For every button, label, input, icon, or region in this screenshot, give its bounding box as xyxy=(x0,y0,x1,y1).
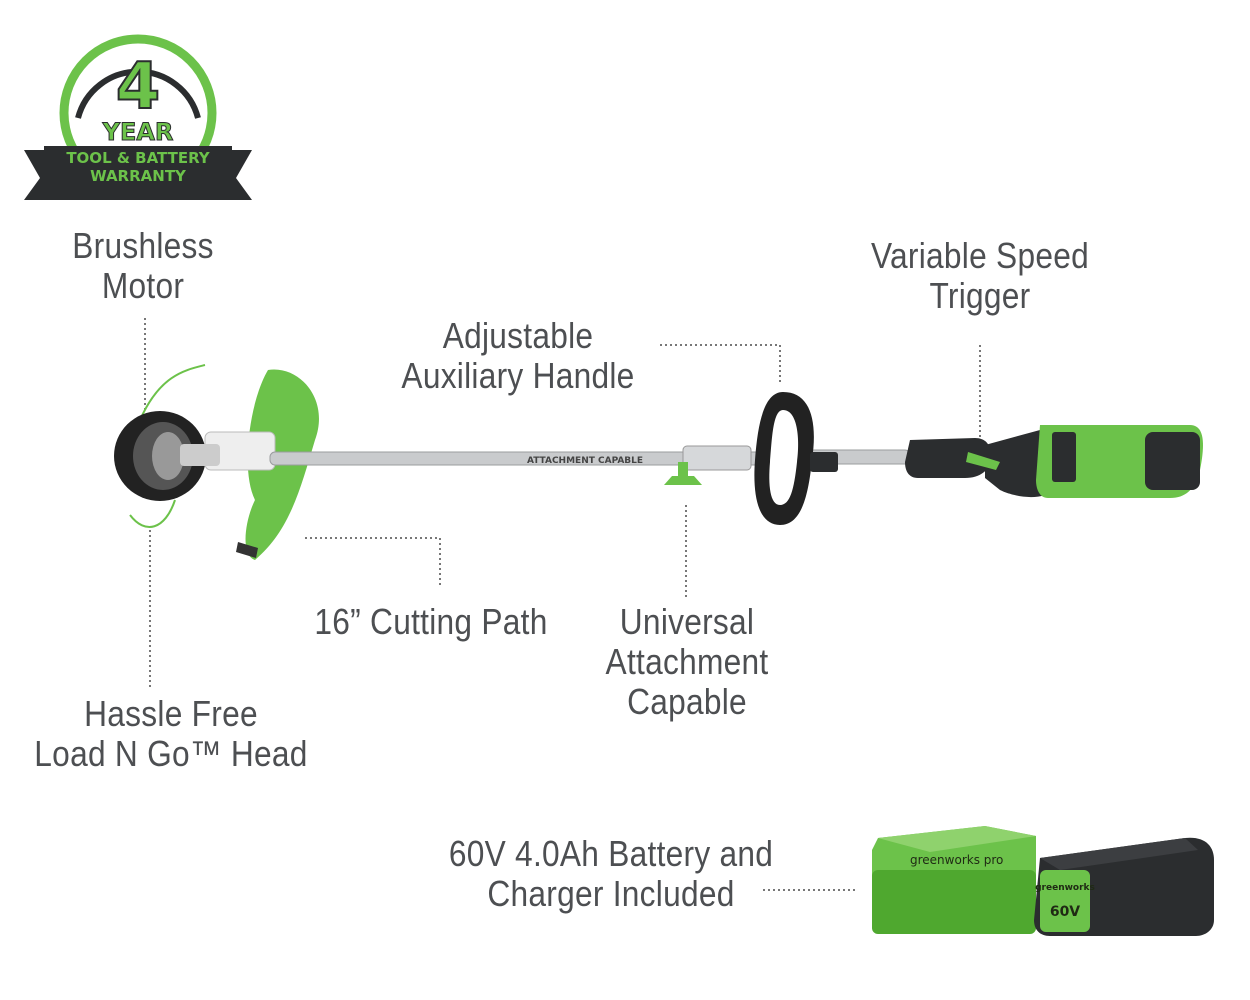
callout-variable-speed: Variable Speed Trigger xyxy=(864,236,1096,316)
string-trimmer: ATTACHMENT CAPABLE xyxy=(114,364,1203,560)
warranty-badge: 4 YEAR TOOL & BATTERY WARRANTY xyxy=(24,34,252,200)
callout-brushless-motor: Brushless Motor xyxy=(61,226,225,306)
callout-line: Load N Go™ Head xyxy=(34,733,308,774)
callout-load-n-go: Hassle Free Load N Go™ Head xyxy=(29,694,312,774)
callout-line: 16” Cutting Path xyxy=(314,601,548,642)
callout-battery-charger: 60V 4.0Ah Battery and Charger Included xyxy=(441,834,781,914)
badge-years: 4 xyxy=(116,50,161,124)
callout-line: Attachment xyxy=(605,641,769,682)
callout-line: Hassle Free xyxy=(84,693,258,734)
battery-brand: greenworks xyxy=(1035,883,1095,893)
callout-line: Variable Speed xyxy=(871,235,1089,276)
leader-lines xyxy=(144,318,981,891)
callout-line: Capable xyxy=(627,681,747,722)
callout-adjustable-handle: Adjustable Auxiliary Handle xyxy=(388,316,648,396)
callout-line: Trigger xyxy=(929,275,1031,316)
battery-voltage: 60V xyxy=(1050,904,1080,920)
callout-line: Brushless xyxy=(72,225,214,266)
battery-and-charger: greenworks pro greenworks 60V xyxy=(872,826,1214,936)
badge-line2: WARRANTY xyxy=(90,167,187,185)
callout-line: Charger Included xyxy=(487,873,735,914)
badge-line1: TOOL & BATTERY xyxy=(66,149,210,167)
callout-universal-attachment: Universal Attachment Capable xyxy=(593,602,781,722)
callout-line: Auxiliary Handle xyxy=(401,355,635,396)
shaft-label: ATTACHMENT CAPABLE xyxy=(527,456,643,466)
callout-line: Adjustable xyxy=(442,315,594,356)
callout-line: Universal xyxy=(619,601,755,642)
charger-brand: greenworks pro xyxy=(910,853,1003,867)
badge-year-label: YEAR xyxy=(102,118,174,146)
callout-line: 60V 4.0Ah Battery and xyxy=(448,833,774,874)
callout-line: Motor xyxy=(101,265,185,306)
callout-cutting-path: 16” Cutting Path xyxy=(307,602,555,642)
